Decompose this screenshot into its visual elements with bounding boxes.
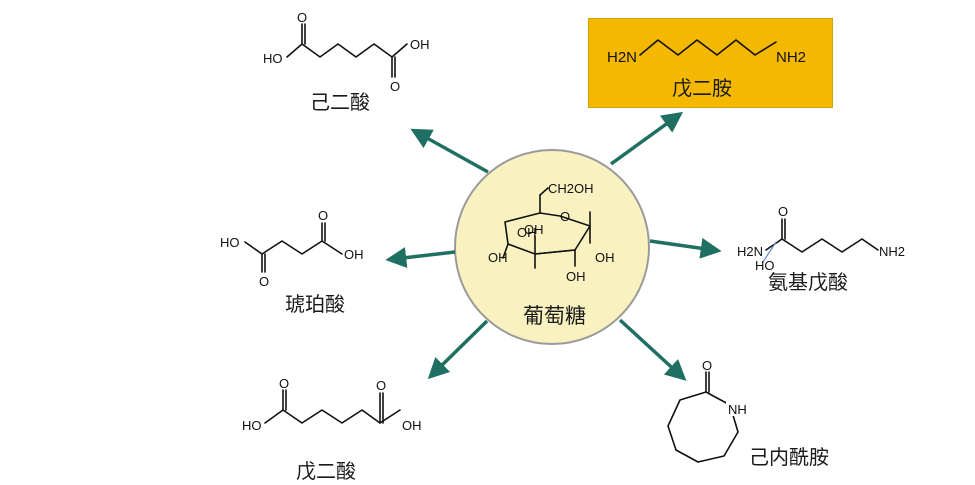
aminovaleric-structure: O H2N HO NH2 <box>737 204 905 273</box>
svg-text:O: O <box>778 204 788 219</box>
succinic-structure: HO O O OH <box>220 208 364 289</box>
glucose-oh-5: OH <box>595 250 615 265</box>
svg-text:O: O <box>259 274 269 289</box>
svg-text:NH2: NH2 <box>879 244 905 259</box>
svg-text:O: O <box>702 358 712 373</box>
glutaric-structure: O O HO OH <box>242 376 422 433</box>
svg-text:OH: OH <box>344 247 364 262</box>
arrows <box>385 111 722 381</box>
svg-text:O: O <box>279 376 289 391</box>
cadaverine-highlight-box <box>588 18 833 108</box>
glucose-ring-o: O <box>560 209 570 224</box>
label-glucose: 葡萄糖 <box>523 304 586 328</box>
glucose-oh-4: OH <box>566 269 586 284</box>
label-caprolactam: 己内酰胺 <box>749 445 829 469</box>
svg-text:NH2: NH2 <box>776 49 806 66</box>
svg-text:O: O <box>297 10 307 25</box>
svg-text:H2N: H2N <box>737 244 763 259</box>
glucose-oh-2: OH <box>524 222 544 237</box>
label-succinic-acid: 琥珀酸 <box>285 292 345 316</box>
svg-text:HO: HO <box>263 51 283 66</box>
label-aminovaleric-acid: 氨基戊酸 <box>768 270 848 294</box>
label-glutaric-acid: 戊二酸 <box>296 459 356 483</box>
arrow-to-aminovaleric <box>649 237 722 259</box>
svg-text:HO: HO <box>242 418 262 433</box>
svg-text:HO: HO <box>220 235 240 250</box>
arrow-to-glutaric <box>427 319 489 380</box>
svg-text:O: O <box>390 79 400 94</box>
caprolactam-structure: O NH <box>667 358 752 463</box>
arrow-to-adipic <box>410 128 489 174</box>
glucose-structure: CH2OH O OH OH OH OH OH <box>488 181 615 284</box>
label-cadaverine: 戊二胺 <box>672 76 732 100</box>
glucose-oh-1: OH <box>517 225 537 240</box>
svg-text:O: O <box>376 378 386 393</box>
glucose-ch2oh: CH2OH <box>548 181 594 196</box>
svg-text:NH: NH <box>728 402 747 417</box>
svg-text:OH: OH <box>410 37 430 52</box>
arrow-to-succinic <box>385 247 456 269</box>
adipic-structure: O HO O OH <box>263 10 430 94</box>
svg-text:HO: HO <box>755 258 775 273</box>
arrow-to-caprolactam <box>618 318 687 381</box>
svg-text:O: O <box>318 208 328 223</box>
glucose-circle <box>454 149 650 345</box>
svg-text:H2N: H2N <box>607 49 637 66</box>
glucose-oh-3: OH <box>488 250 508 265</box>
svg-text:OH: OH <box>402 418 422 433</box>
label-adipic-acid: 己二酸 <box>310 90 370 114</box>
cadaverine-structure: H2N NH2 <box>607 39 806 66</box>
arrow-to-cadaverine <box>609 111 684 166</box>
